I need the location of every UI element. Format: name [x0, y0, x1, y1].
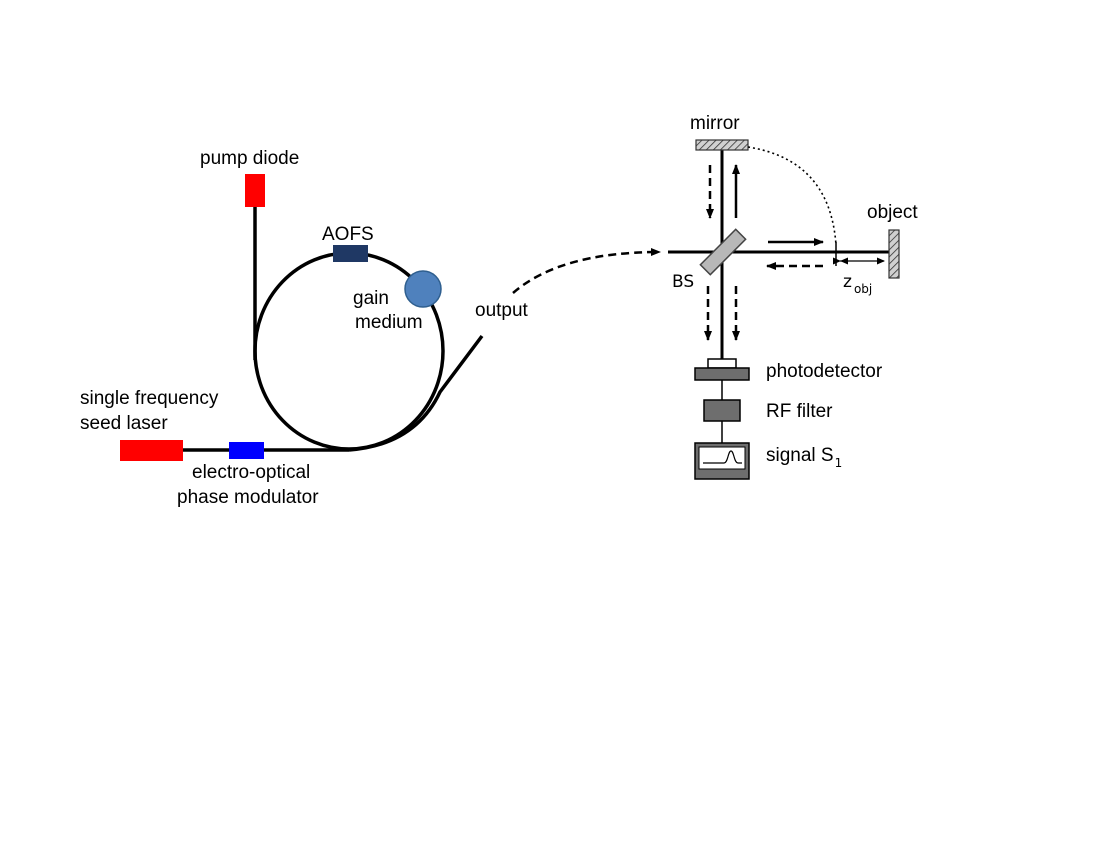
- seed-laser-icon: [120, 440, 183, 461]
- photodetector-icon: [694, 367, 750, 381]
- oscilloscope-screen: [698, 446, 746, 470]
- output-fiber: [348, 334, 484, 452]
- z-obj-main: z: [843, 272, 852, 292]
- pump-diode-label: pump diode: [200, 148, 299, 169]
- gain-label: gain: [353, 288, 389, 309]
- object-label: object: [867, 202, 918, 223]
- seed-laser-label-line1: single frequency: [80, 388, 219, 409]
- rf-filter-label: RF filter: [766, 401, 833, 422]
- output-label: output: [475, 300, 529, 321]
- beam-splitter-icon: [699, 228, 747, 276]
- oscilloscope-trace: [703, 450, 742, 464]
- rf-filter-icon: [703, 399, 741, 422]
- seed-laser-label-line2: seed laser: [80, 413, 168, 434]
- equal-path-arc: [747, 146, 837, 246]
- z-obj-arrow-left-head: [840, 257, 848, 265]
- phase-modulator-label-line2: phase modulator: [177, 487, 319, 508]
- mirror-icon: [695, 139, 749, 151]
- mirror-label: mirror: [690, 113, 740, 134]
- signal-subscript: 1: [835, 456, 843, 470]
- z-obj-subscript: obj: [854, 282, 872, 296]
- phase-modulator-label-line1: electro-optical: [192, 462, 310, 483]
- object-icon: [888, 229, 900, 279]
- beam-splitter-label: BS: [672, 272, 694, 292]
- pump-diode-icon: [245, 174, 265, 207]
- signal-label: signal S1: [766, 445, 842, 470]
- aofs-icon: [333, 245, 368, 262]
- photodetector-window-icon: [707, 358, 737, 369]
- photodetector-label: photodetector: [766, 361, 883, 382]
- gain-medium-icon: [404, 270, 442, 308]
- output-beam-arc: [512, 248, 661, 294]
- medium-label: medium: [355, 312, 423, 333]
- phase-modulator-icon: [229, 442, 264, 459]
- aofs-label: AOFS: [322, 224, 374, 245]
- signal-main: signal S: [766, 445, 834, 466]
